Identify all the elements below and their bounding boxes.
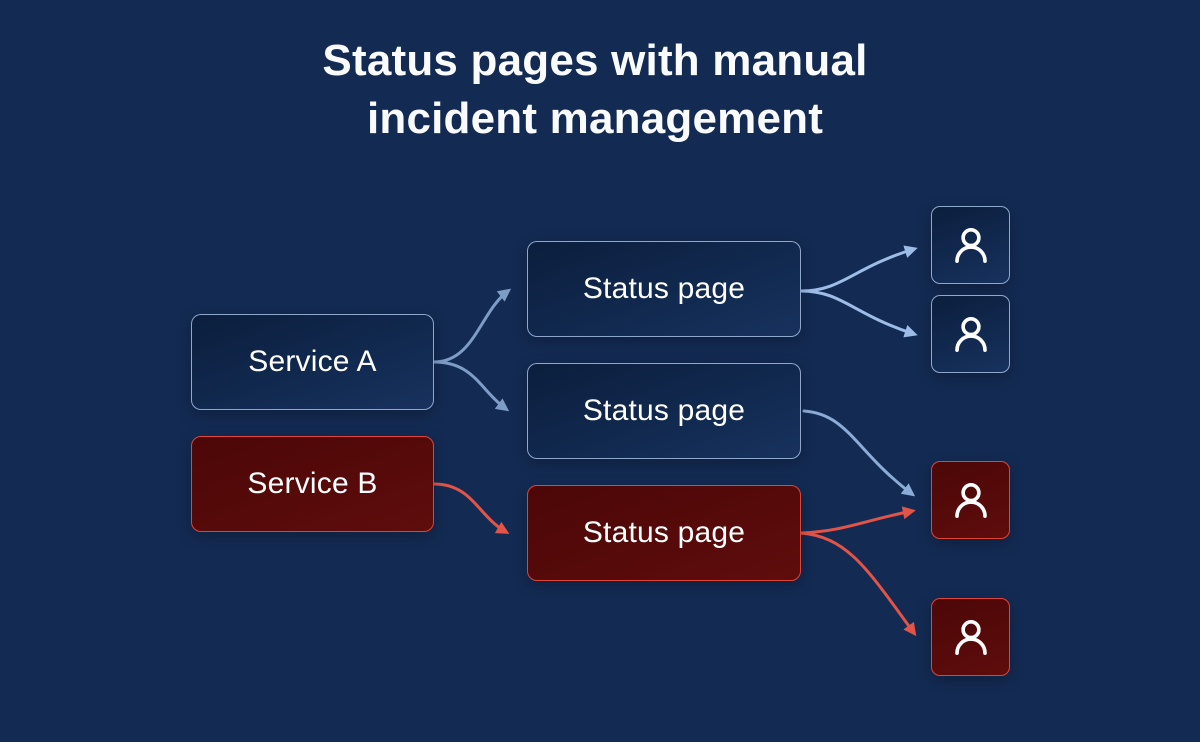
- node-service-b-label: Service B: [247, 467, 378, 500]
- node-status-page-3-label: Status page: [582, 516, 746, 549]
- node-service-a: Service A: [191, 314, 434, 410]
- page-title-line1: Status pages with manual: [322, 36, 868, 85]
- node-status-page-2-label: Status page: [582, 394, 746, 427]
- node-status-page-1: Status page: [527, 241, 801, 337]
- edge-status-page-2-to-user-3: [802, 409, 916, 497]
- user-icon: [954, 228, 987, 263]
- edge-status-page-3-to-user-3: [799, 506, 916, 535]
- node-status-page-2: Status page: [527, 363, 801, 459]
- node-service-b: Service B: [191, 436, 434, 532]
- node-user-2: [931, 295, 1010, 373]
- user-icon: [954, 317, 987, 352]
- page-title: Status pages with manual incident manage…: [0, 32, 1190, 148]
- node-status-page-1-label: Status page: [582, 272, 746, 305]
- node-status-page-3: Status page: [527, 485, 801, 581]
- page-title-line2: incident management: [366, 94, 824, 143]
- node-service-a-label: Service A: [248, 345, 377, 378]
- edge-service-a-to-status-page-1: [432, 288, 512, 364]
- edge-status-page-1-to-user-2: [799, 289, 918, 338]
- edge-service-b-to-status-page-3: [432, 482, 510, 534]
- edge-status-page-3-to-user-4: [799, 531, 917, 637]
- edge-status-page-1-to-user-1: [799, 245, 918, 293]
- user-icon: [954, 620, 987, 655]
- edge-service-a-to-status-page-2: [432, 360, 510, 412]
- node-user-3: [931, 461, 1010, 539]
- node-user-4: [931, 598, 1010, 676]
- node-user-1: [931, 206, 1010, 284]
- user-icon: [954, 483, 987, 518]
